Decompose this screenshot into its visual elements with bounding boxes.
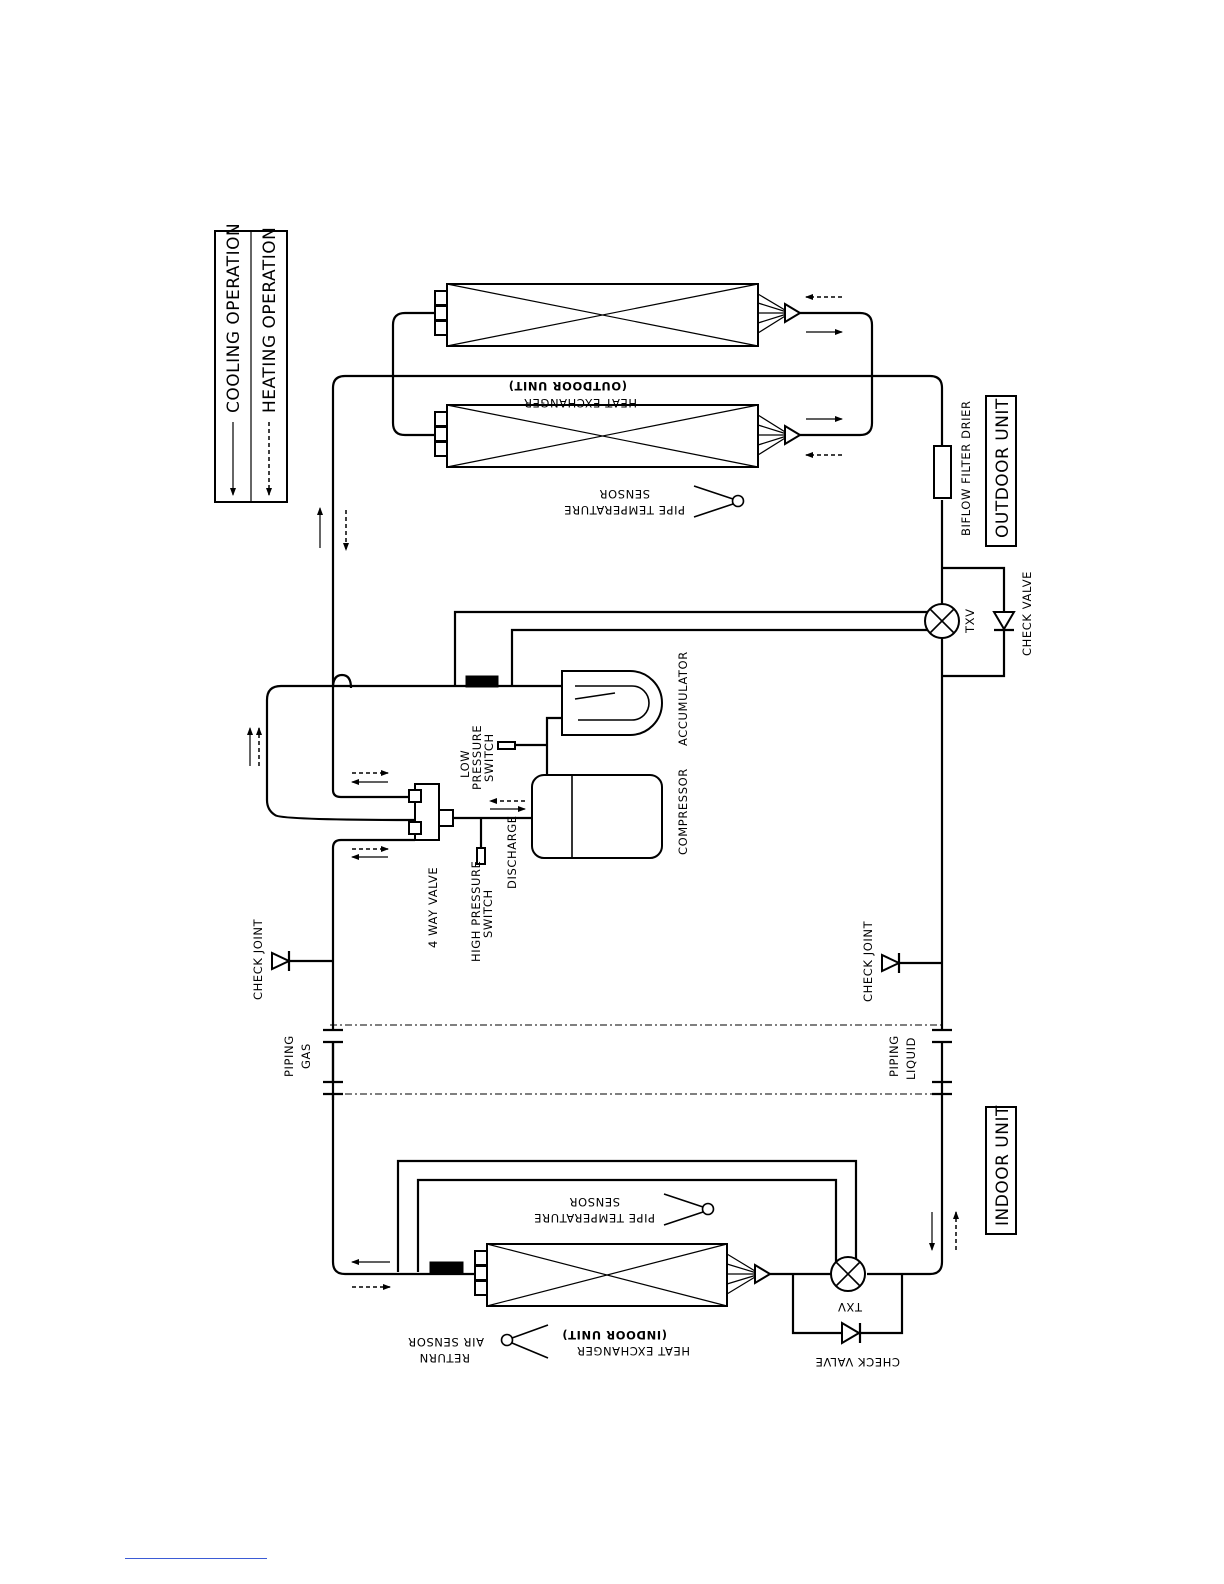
indoor-pipe-sensor-label-line1: PIPE TEMPERATURE: [534, 1211, 655, 1225]
outdoor-hx-flow-arrows: [805, 294, 843, 458]
piping-gas-label-line1: PIPING: [282, 1035, 296, 1077]
indoor-unit-label-box: [985, 1106, 1017, 1235]
four-way-valve-label: 4 WAY VALVE: [426, 867, 440, 948]
gas-line: [331, 374, 944, 1276]
return-air-sensor: [500, 1324, 549, 1359]
outdoor-pipe-sensor-block: [465, 675, 499, 688]
liquid-line: [789, 500, 944, 1276]
legend-cooling-label: COOLING OPERATION: [224, 223, 244, 413]
discharge-label: DISCHARGE: [505, 815, 519, 889]
four-way-valve-piping: [265, 684, 562, 822]
outdoor-check-valve: [942, 566, 1016, 678]
indoor-hx-label-line1: HEAT EXCHANGER: [576, 1344, 690, 1358]
outdoor-hx-headers: [391, 311, 874, 437]
liquid-check-joint: [881, 953, 942, 973]
legend: COOLING OPERATION HEATING OPERATION: [214, 223, 288, 503]
indoor-txv-label: TXV: [837, 1300, 863, 1314]
outdoor-hx-label-line1: HEAT EXCHANGER: [523, 396, 637, 410]
filter-drier-label: BIFLOW FILTER DRIER: [959, 400, 973, 536]
accumulator-label: ACCUMULATOR: [676, 651, 690, 746]
legend-heating-label: HEATING OPERATION: [260, 227, 280, 413]
outdoor-check-valve-label: CHECK VALVE: [1020, 571, 1034, 656]
indoor-sensor-tubes: [396, 1159, 858, 1272]
outdoor-unit-label-box: [985, 395, 1017, 547]
high-pressure-switch: [476, 818, 486, 865]
liquid-check-joint-label: CHECK JOINT: [861, 920, 875, 1002]
indoor-pipe-sensor-label-line2: SENSOR: [569, 1195, 620, 1209]
indoor-heat-exchanger: [474, 1243, 789, 1307]
outdoor-txv: [453, 603, 960, 685]
accumulator: [561, 670, 663, 736]
indoor-txv: [830, 1256, 866, 1292]
low-pressure-switch: [497, 741, 547, 750]
indoor-check-valve-label: CHECK VALVE: [815, 1355, 900, 1369]
indoor-flow-arrows: [351, 1211, 959, 1290]
low-pressure-switch-label-line3: SWITCH: [482, 733, 496, 782]
low-pressure-switch-label-line1: LOW: [458, 750, 472, 778]
piping-liquid-label-line1: PIPING: [887, 1035, 901, 1077]
high-pressure-switch-label-line2: SWITCH: [481, 889, 495, 938]
indoor-hx-label-line2: (INDOOR UNIT): [562, 1328, 667, 1342]
return-air-sensor-label-line2: AIR SENSOR: [408, 1335, 484, 1349]
outdoor-pipe-sensor-label-line2: SENSOR: [599, 487, 650, 501]
outdoor-pipe-sensor-label-line1: PIPE TEMPERATURE: [564, 503, 685, 517]
field-piping-boundaries: [323, 1024, 952, 1100]
outdoor-hx-label-line2: (OUTDOOR UNIT): [508, 379, 627, 393]
indoor-pipe-sensor-block: [429, 1261, 464, 1275]
footer-rule: [125, 1558, 267, 1559]
indoor-pipe-temperature-sensor: [663, 1193, 715, 1226]
biflow-filter-drier: [933, 445, 952, 499]
return-air-sensor-label-line1: RETURN: [419, 1351, 470, 1365]
low-pressure-switch-label-line2: PRESSURE: [470, 725, 484, 790]
indoor-check-valve: [791, 1274, 904, 1345]
outdoor-heat-exchanger-1: [434, 283, 802, 347]
valve-area-flow-arrows: [247, 727, 526, 860]
piping-liquid-label-line2: LIQUID: [904, 1037, 918, 1080]
compressor-label: COMPRESSOR: [676, 768, 690, 855]
piping-gas-label-line2: GAS: [299, 1043, 313, 1069]
outdoor-txv-label: TXV: [963, 608, 977, 634]
gas-check-joint: [271, 951, 333, 971]
four-way-valve: [408, 783, 454, 841]
outdoor-unit-label: OUTDOOR UNIT: [993, 398, 1013, 538]
gas-check-joint-label: CHECK JOINT: [251, 918, 265, 1000]
compressor: [531, 774, 663, 859]
outdoor-pipe-temperature-sensor: [693, 485, 745, 518]
outdoor-heat-exchanger-2: [434, 404, 802, 468]
high-pressure-switch-label-line1: HIGH PRESSURE: [469, 860, 483, 962]
indoor-unit-label: INDOOR UNIT: [993, 1105, 1013, 1226]
